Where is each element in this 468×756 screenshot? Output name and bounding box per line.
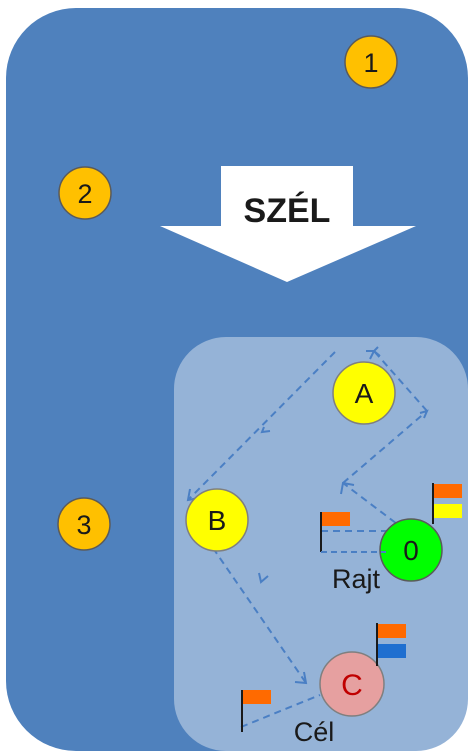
start-line-label: Rajt xyxy=(332,564,381,594)
mark-a: A xyxy=(332,361,396,425)
start-pin-flag xyxy=(320,512,350,552)
wind-label: SZÉL xyxy=(244,192,331,230)
finish-line-label: Cél xyxy=(294,717,335,747)
zone-marker-3: 3 xyxy=(57,497,111,551)
zone-marker-2: 2 xyxy=(58,166,112,220)
mark-c-label: C xyxy=(341,669,363,702)
wind-arrow: SZÉL xyxy=(160,166,416,282)
finish-pin-flag xyxy=(241,690,271,732)
mark-c: C xyxy=(319,651,385,717)
zone-marker-1: 1 xyxy=(344,35,398,89)
course-path xyxy=(187,350,428,728)
mark-b-label: B xyxy=(208,505,227,536)
mark-zero: 0 xyxy=(379,518,443,582)
mark-zero-label: 0 xyxy=(403,535,419,566)
zone-label-1: 1 xyxy=(363,48,378,78)
zone-label-2: 2 xyxy=(77,179,92,209)
zone-label-3: 3 xyxy=(76,510,91,540)
committee-flags-finish xyxy=(376,623,406,666)
mark-b: B xyxy=(185,488,249,552)
mark-a-label: A xyxy=(355,378,374,409)
committee-flags-start xyxy=(432,483,462,524)
